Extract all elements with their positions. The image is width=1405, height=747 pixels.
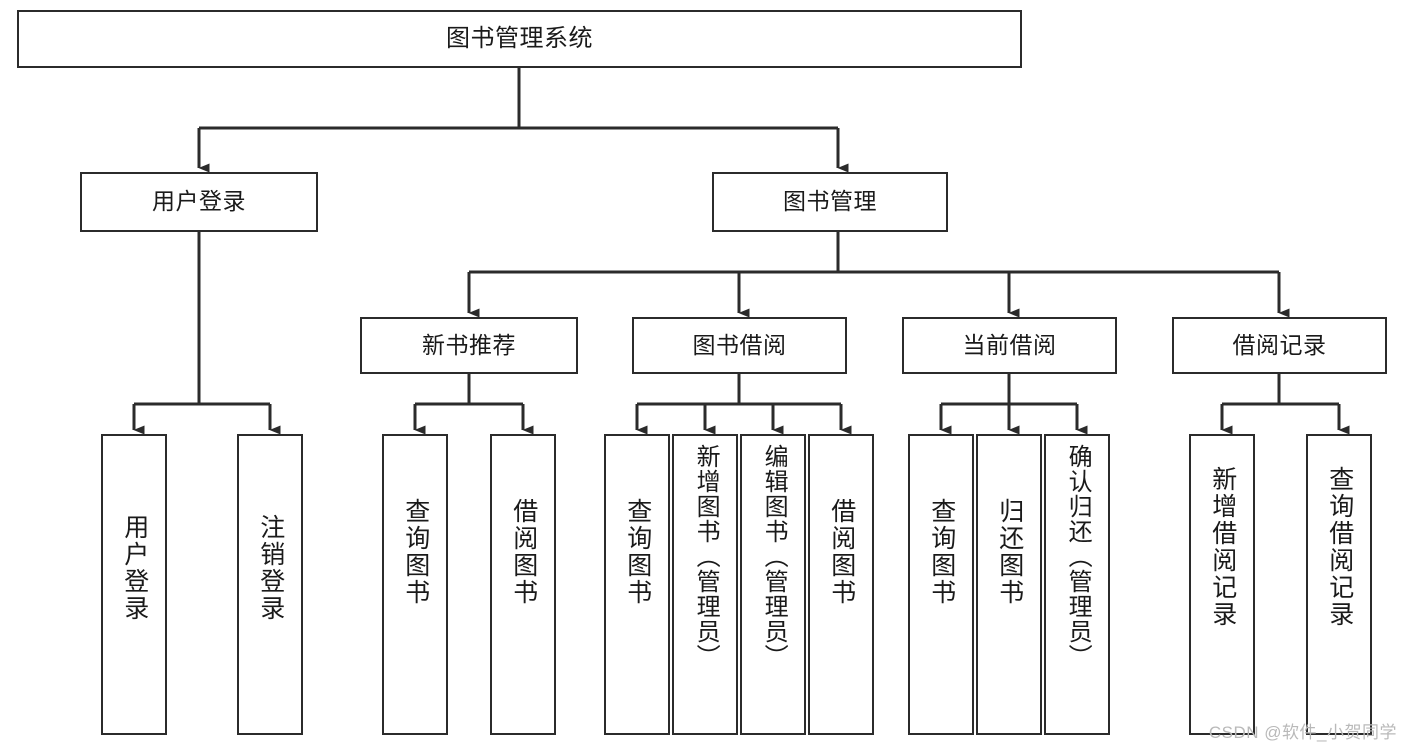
node-label: 确认归还（管理员） bbox=[1064, 444, 1092, 669]
node-leaf-confirm-return-admin[interactable]: 确认归还（管理员） bbox=[1044, 434, 1110, 735]
node-label: 图书借阅 bbox=[692, 331, 787, 358]
node-borrow-records[interactable]: 借阅记录 bbox=[1172, 317, 1387, 374]
node-label: 编辑图书（管理员） bbox=[760, 444, 788, 669]
node-new-book-recommend[interactable]: 新书推荐 bbox=[360, 317, 578, 374]
node-label: 注销登录 bbox=[256, 514, 285, 622]
node-book-management[interactable]: 图书管理 bbox=[712, 172, 948, 232]
node-leaf-query-book-recommend[interactable]: 查询图书 bbox=[382, 434, 448, 735]
node-label: 新增图书（管理员） bbox=[692, 444, 720, 669]
node-leaf-query-borrow-record[interactable]: 查询借阅记录 bbox=[1306, 434, 1372, 735]
node-user-login[interactable]: 用户登录 bbox=[80, 172, 318, 232]
node-label: 查询图书 bbox=[401, 498, 430, 606]
node-label: 图书管理 bbox=[783, 188, 877, 215]
node-label: 借阅图书 bbox=[827, 498, 856, 606]
node-leaf-edit-book-admin[interactable]: 编辑图书（管理员） bbox=[740, 434, 806, 735]
node-label: 归还图书 bbox=[995, 498, 1024, 606]
node-leaf-user-login[interactable]: 用户登录 bbox=[101, 434, 167, 735]
node-leaf-borrow-book[interactable]: 借阅图书 bbox=[808, 434, 874, 735]
node-root-system[interactable]: 图书管理系统 bbox=[17, 10, 1022, 68]
node-leaf-logout[interactable]: 注销登录 bbox=[237, 434, 303, 735]
node-label: 借阅记录 bbox=[1232, 331, 1327, 358]
node-label: 图书管理系统 bbox=[446, 24, 593, 52]
node-label: 借阅图书 bbox=[509, 498, 538, 606]
node-label: 用户登录 bbox=[152, 188, 246, 215]
node-label: 用户登录 bbox=[120, 514, 149, 622]
node-label: 新增借阅记录 bbox=[1208, 466, 1237, 628]
node-label: 新书推荐 bbox=[422, 331, 516, 358]
csdn-watermark: CSDN @软件_小贺同学 bbox=[1208, 723, 1397, 742]
node-label: 当前借阅 bbox=[962, 331, 1057, 358]
node-book-borrow[interactable]: 图书借阅 bbox=[632, 317, 847, 374]
node-label: 查询图书 bbox=[623, 498, 652, 606]
node-leaf-borrow-book-recommend[interactable]: 借阅图书 bbox=[490, 434, 556, 735]
node-current-borrow[interactable]: 当前借阅 bbox=[902, 317, 1117, 374]
node-leaf-query-book-current[interactable]: 查询图书 bbox=[908, 434, 974, 735]
node-label: 查询借阅记录 bbox=[1325, 466, 1354, 628]
node-leaf-return-book[interactable]: 归还图书 bbox=[976, 434, 1042, 735]
node-label: 查询图书 bbox=[927, 498, 956, 606]
node-leaf-add-book-admin[interactable]: 新增图书（管理员） bbox=[672, 434, 738, 735]
node-leaf-query-book-borrow[interactable]: 查询图书 bbox=[604, 434, 670, 735]
node-leaf-add-borrow-record[interactable]: 新增借阅记录 bbox=[1189, 434, 1255, 735]
